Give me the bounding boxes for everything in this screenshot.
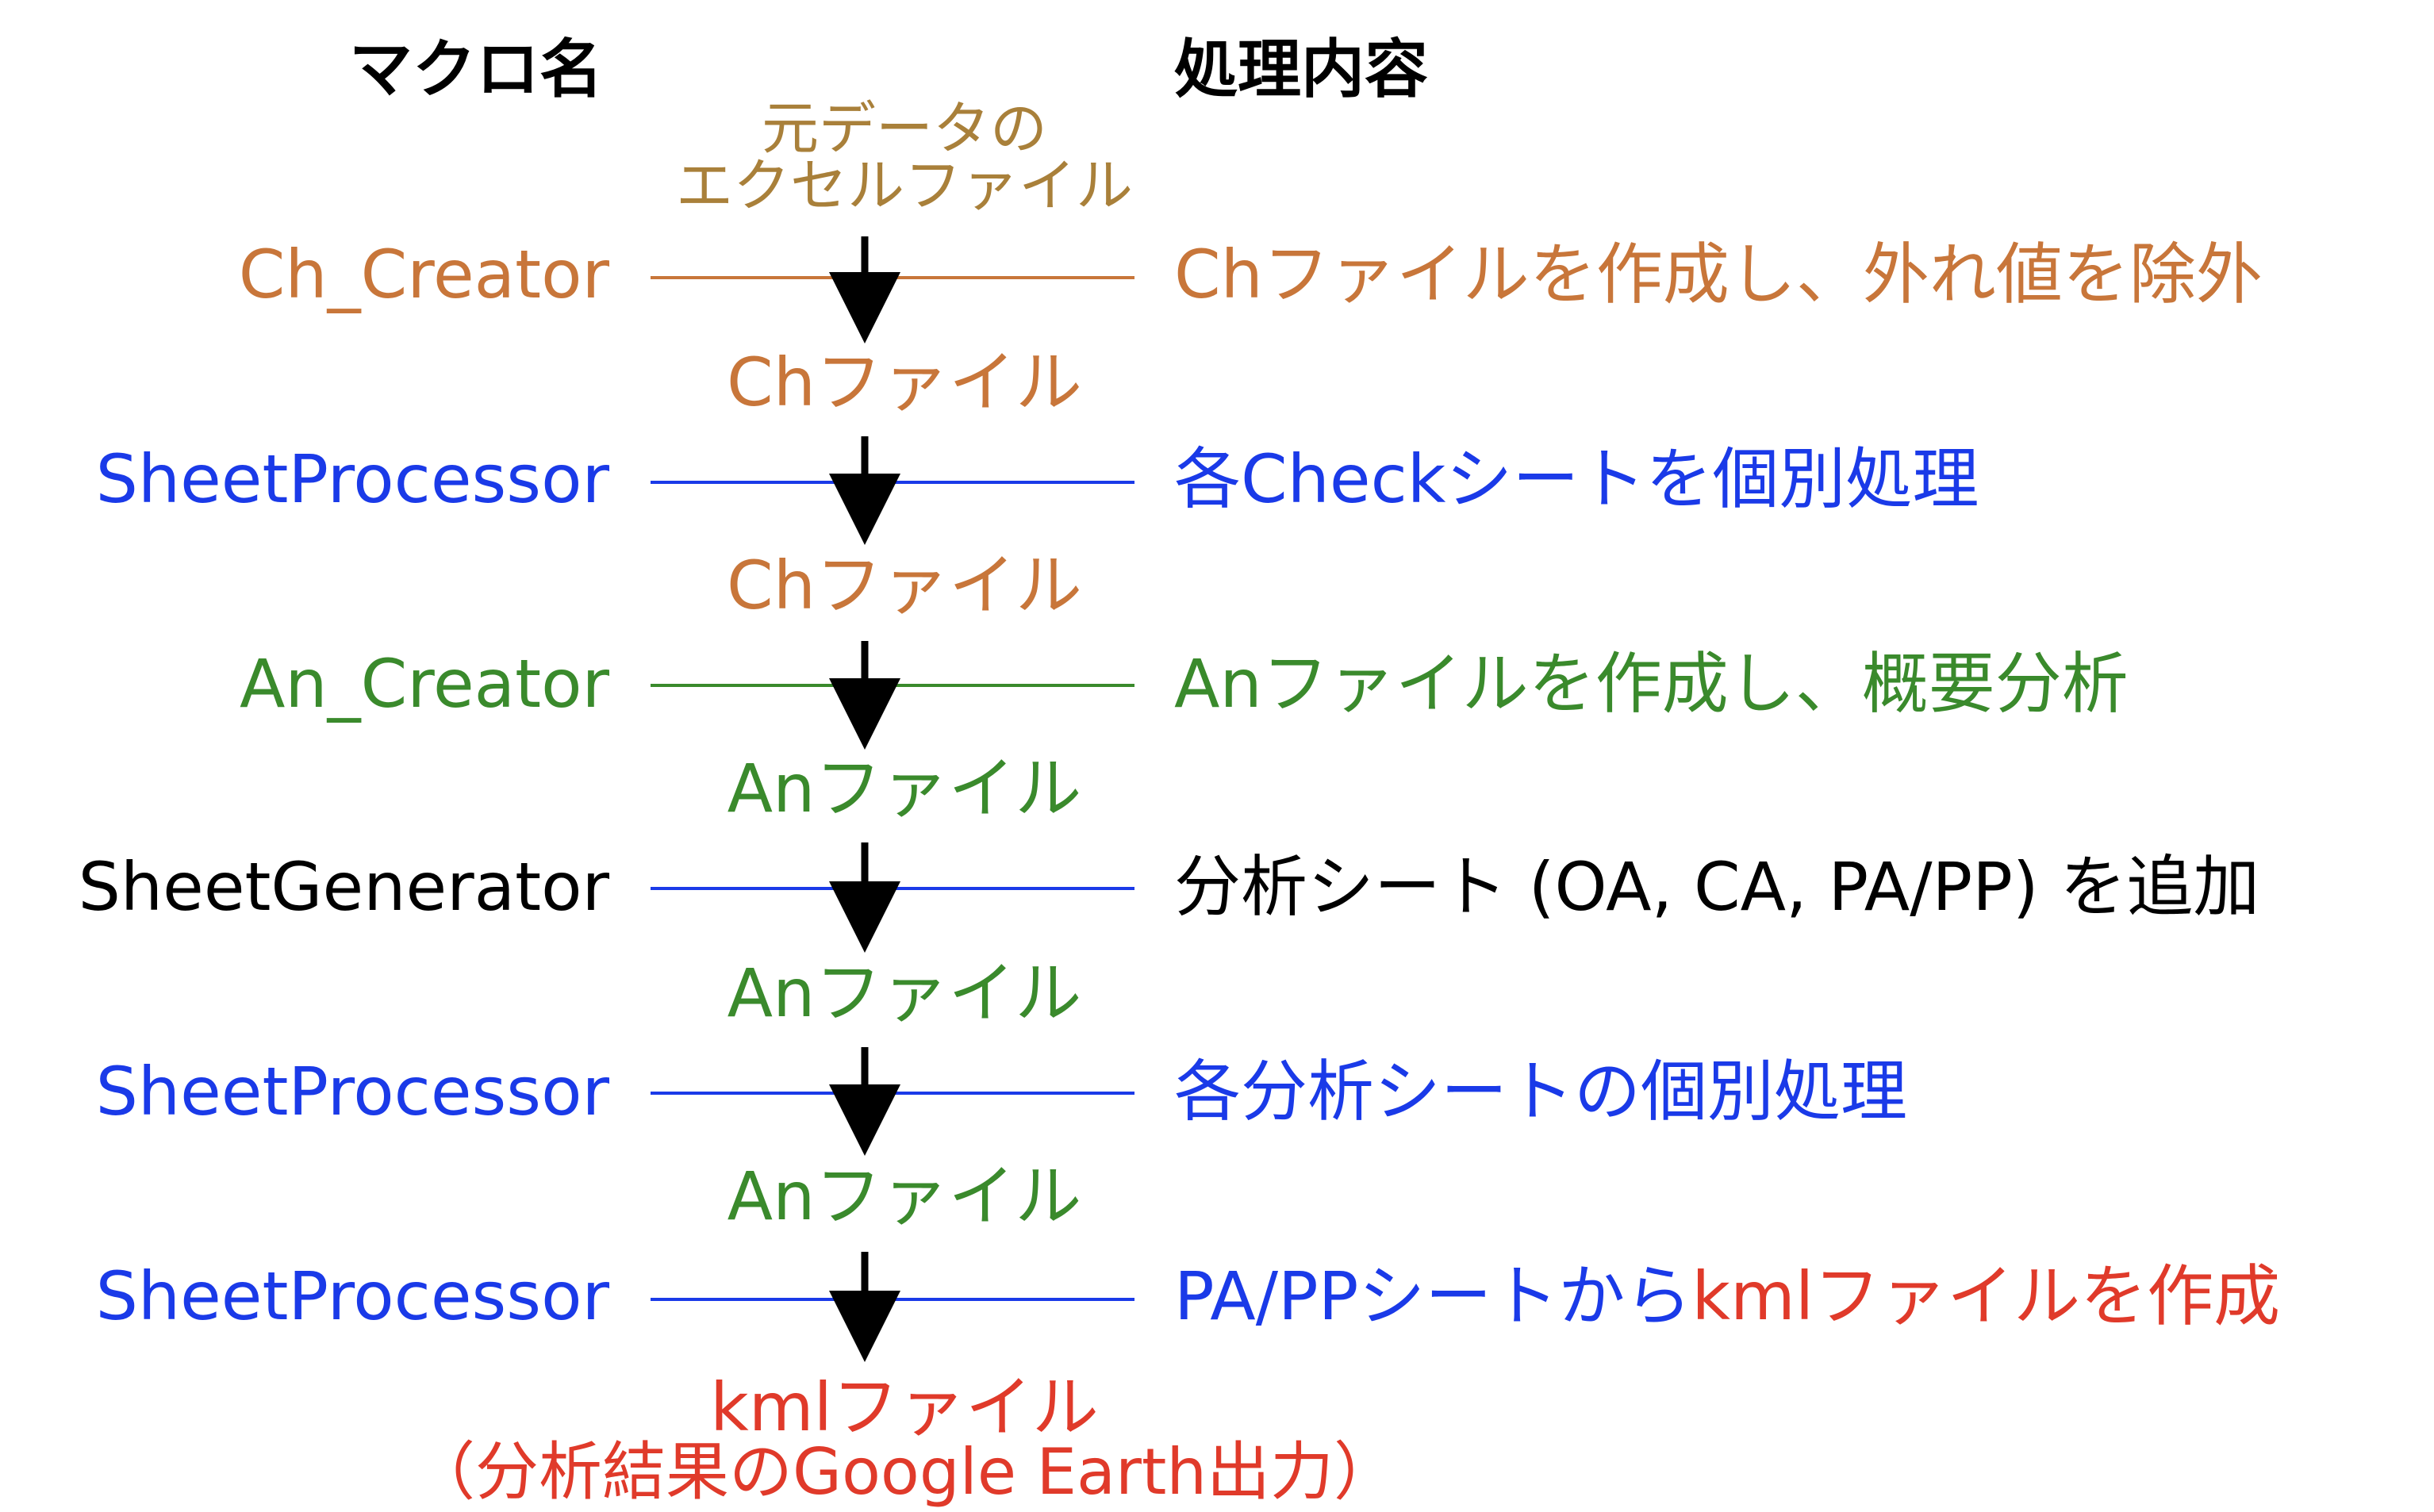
- final-output-note: （分析結果のGoogle Earth出力）: [411, 1435, 1398, 1509]
- output-an-file-3: Anファイル: [727, 1157, 1082, 1235]
- final-output-kml-file: kmlファイル: [710, 1368, 1099, 1446]
- output-an-file-2: Anファイル: [727, 954, 1082, 1032]
- output-ch-file-1: Chファイル: [727, 343, 1082, 421]
- macro-sheet-processor-1: SheetProcessor: [95, 440, 609, 518]
- macro-sheet-generator: SheetGenerator: [78, 848, 609, 926]
- macro-an-creator: An_Creator: [239, 645, 609, 723]
- desc-ch-creator: Chファイルを作成し、外れ値を除外: [1174, 236, 2263, 313]
- output-ch-file-2: Chファイル: [727, 547, 1082, 624]
- macro-sheet-processor-2: SheetProcessor: [95, 1053, 609, 1130]
- desc-an-creator: Anファイルを作成し、概要分析: [1174, 645, 2129, 723]
- desc-sheet-generator: 分析シート (OA, CA, PA/PP) を追加: [1174, 848, 2260, 926]
- desc-sheet-processor-3: PA/PPシートからkmlファイルを作成: [1174, 1263, 2280, 1330]
- output-an-file-1: Anファイル: [727, 750, 1082, 827]
- desc-sheet-processor-3-part2: kmlファイルを作成: [1691, 1257, 2281, 1335]
- desc-sheet-processor-2: 各分析シートの個別処理: [1174, 1053, 1908, 1130]
- header-process-content: 処理内容: [1174, 33, 1428, 106]
- desc-sheet-processor-1: 各Checkシートを個別処理: [1174, 440, 1979, 518]
- source-file-label-line2: エクセルファイル: [675, 152, 1133, 219]
- macro-ch-creator: Ch_Creator: [238, 236, 609, 313]
- desc-sheet-processor-3-part1: PA/PPシートから: [1174, 1257, 1692, 1335]
- source-file-label-line1: 元データの: [761, 95, 1047, 162]
- header-macro-name: マクロ名: [349, 33, 603, 106]
- macro-sheet-processor-3: SheetProcessor: [95, 1257, 609, 1335]
